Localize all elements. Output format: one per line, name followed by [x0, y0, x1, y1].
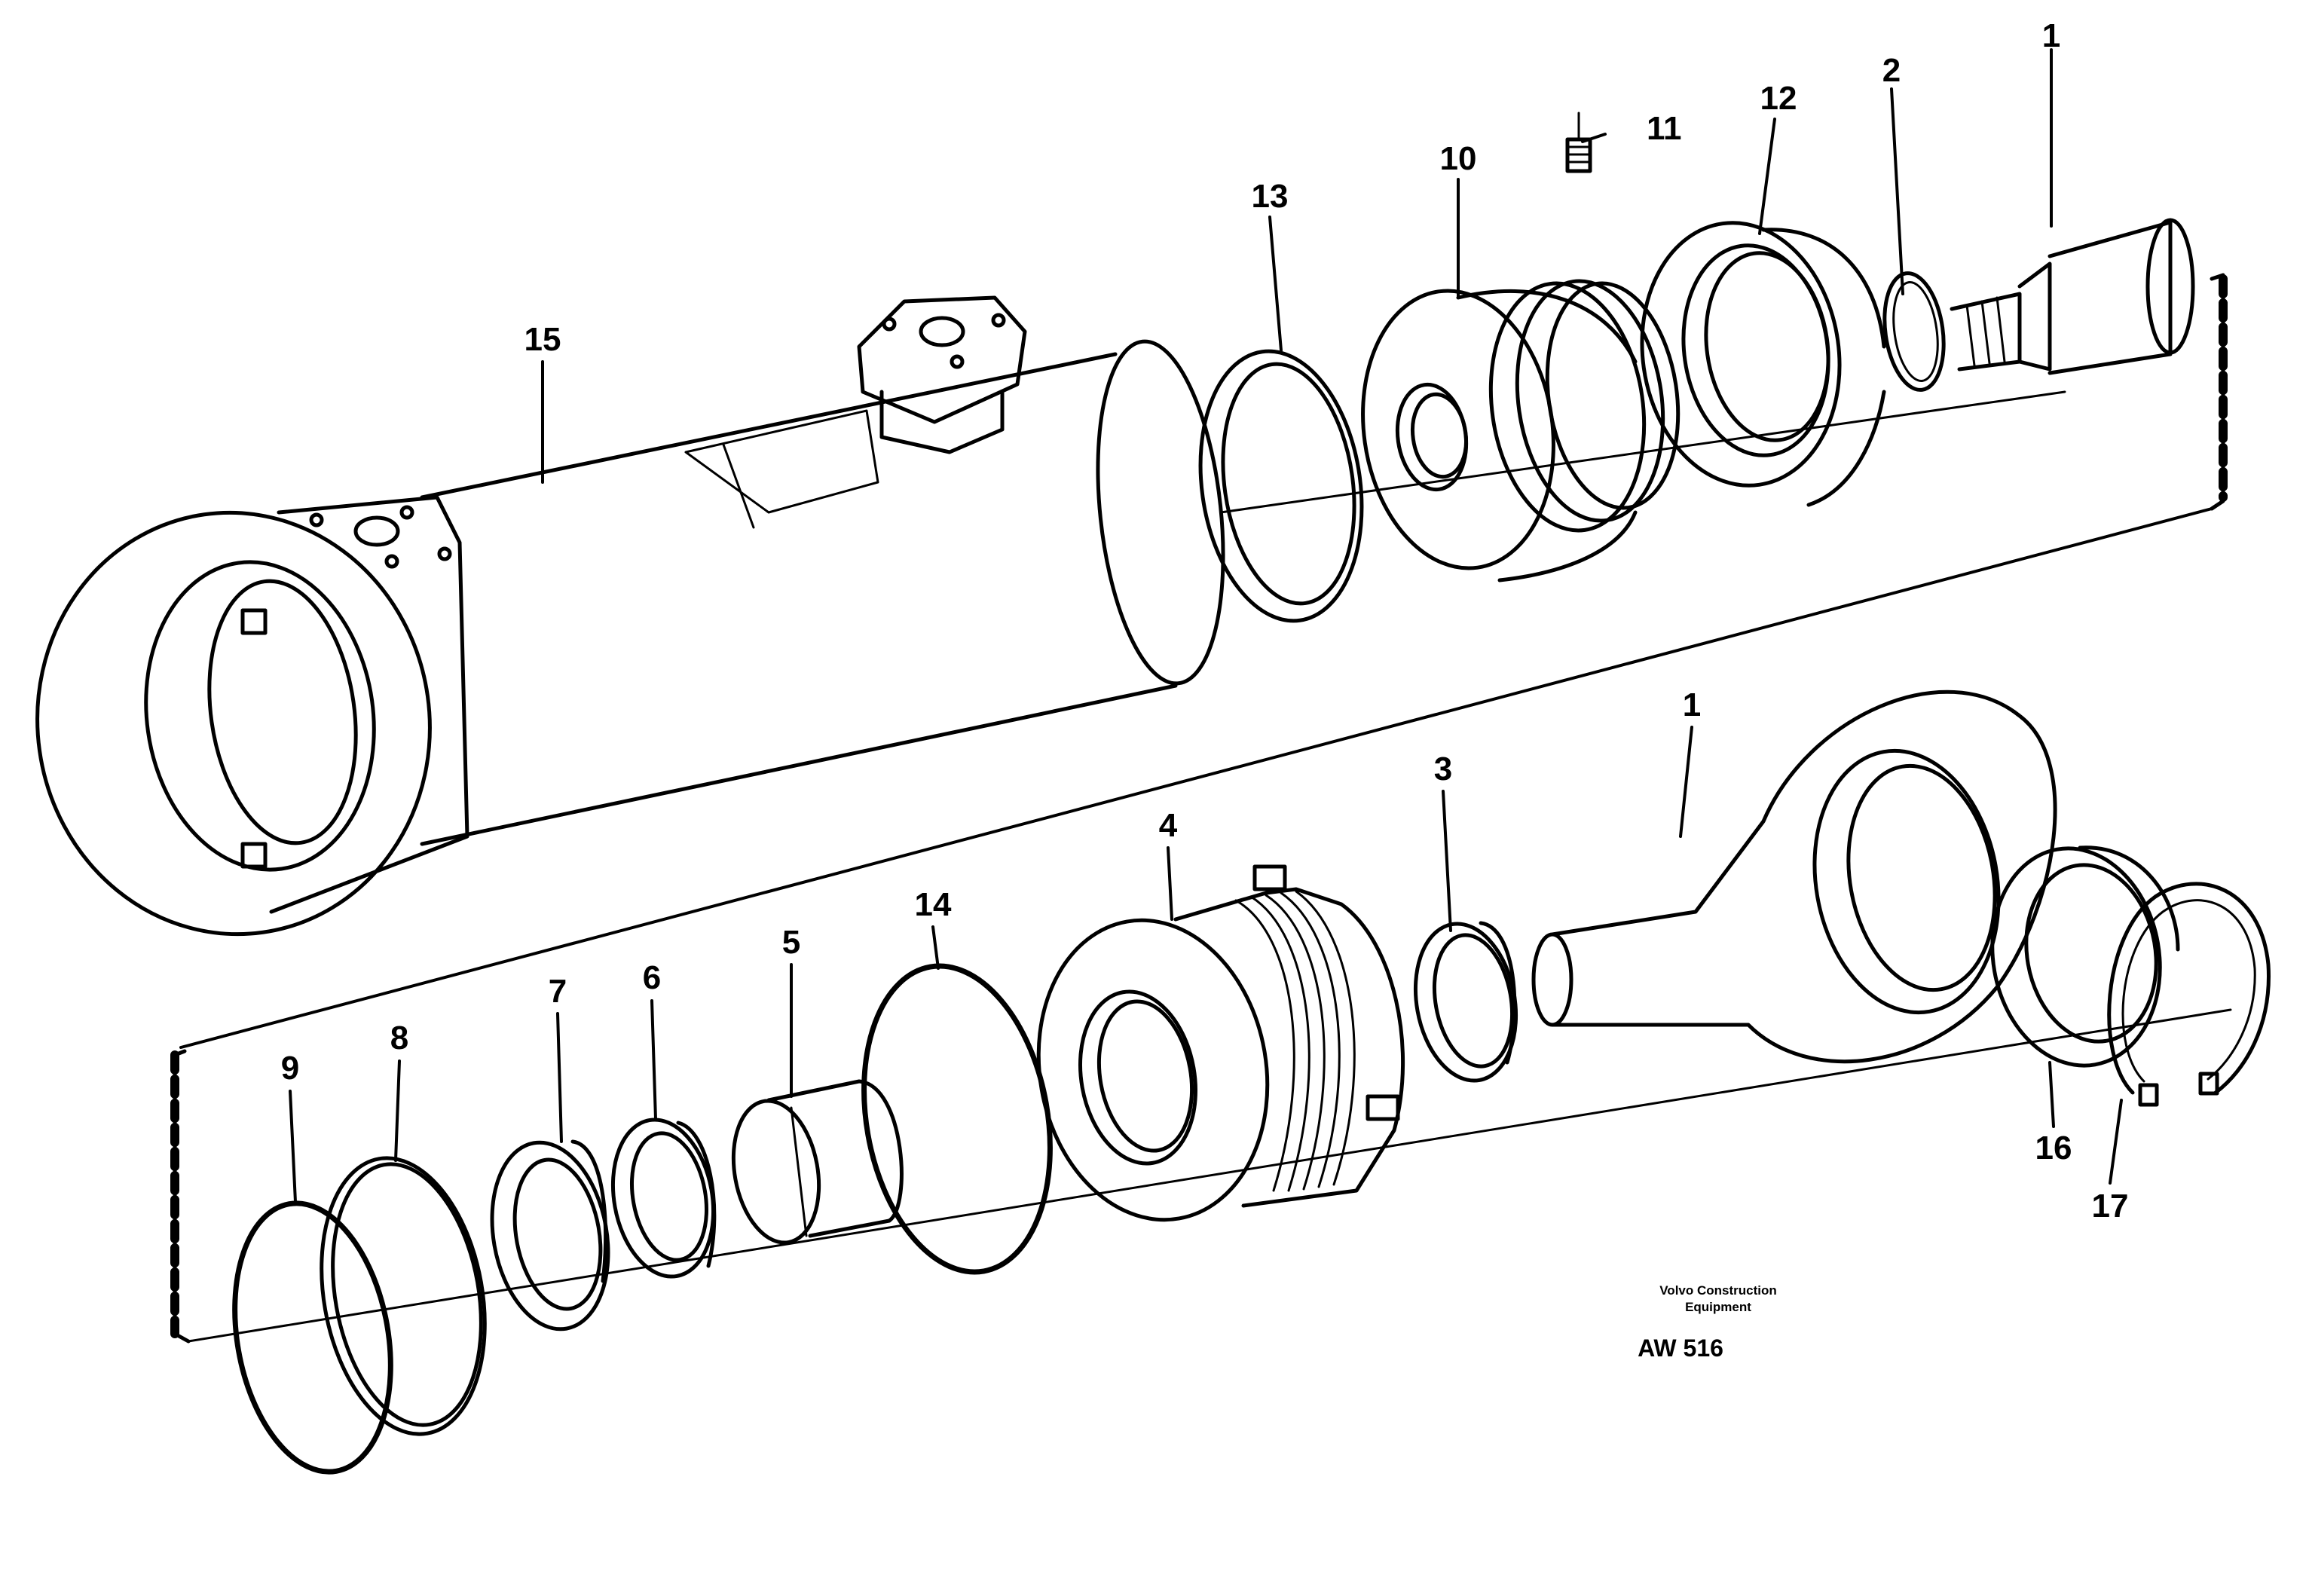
drawing-code: AW 516 — [1638, 1335, 1723, 1362]
o-ring-part-14 — [861, 963, 1053, 1275]
callout-9: 9 — [281, 1050, 299, 1087]
leader-lines — [289, 48, 2123, 1203]
callout-7: 7 — [549, 973, 567, 1010]
set-screw-part-11 — [1565, 112, 1592, 173]
callout-16: 16 — [2035, 1130, 2072, 1166]
callout-6: 6 — [643, 959, 661, 996]
wiper-part-3 — [1413, 921, 1518, 1083]
callout-1-upper: 1 — [2042, 17, 2060, 54]
lower-center-line — [187, 1008, 2232, 1343]
callout-3: 3 — [1434, 751, 1452, 787]
connecting-line — [179, 507, 2213, 1049]
cylinder-tube-part-15 — [35, 295, 1225, 937]
snap-ring-part-17 — [2107, 882, 2271, 1107]
manufacturer-line-1: Volvo Construction — [1659, 1283, 1777, 1298]
o-ring-part-9 — [232, 1200, 393, 1475]
seal-part-7 — [490, 1139, 610, 1332]
o-ring-part-2 — [1882, 271, 1946, 392]
piston-rod-part-1-lower — [1531, 689, 2057, 1064]
callout-11: 11 — [1647, 110, 1682, 147]
callout-13: 13 — [1252, 178, 1289, 215]
piston-rod-part-1-upper — [1950, 218, 2195, 375]
backup-ring-part-8 — [320, 1156, 487, 1436]
callout-2: 2 — [1882, 52, 1901, 89]
wiper-ring-part-13 — [1198, 349, 1364, 623]
callout-1-lower: 1 — [1683, 686, 1701, 723]
callout-14: 14 — [915, 886, 952, 923]
callout-17: 17 — [2092, 1188, 2129, 1225]
guide-ring-part-12 — [1640, 221, 1886, 507]
callout-5: 5 — [782, 924, 800, 961]
seal-part-6 — [610, 1118, 717, 1279]
spherical-bearing-part-16 — [1990, 845, 2180, 1068]
callout-8: 8 — [390, 1020, 408, 1056]
callout-4: 4 — [1159, 807, 1178, 844]
piston-part-10 — [1361, 279, 1681, 582]
callout-12: 12 — [1760, 80, 1797, 117]
o-ring-part-2-inner — [1892, 281, 1939, 382]
cylinder-head-part-4 — [1036, 864, 1405, 1222]
callout-10: 10 — [1440, 140, 1477, 177]
callout-15: 15 — [524, 321, 561, 358]
manufacturer-line-2: Equipment — [1685, 1300, 1751, 1314]
